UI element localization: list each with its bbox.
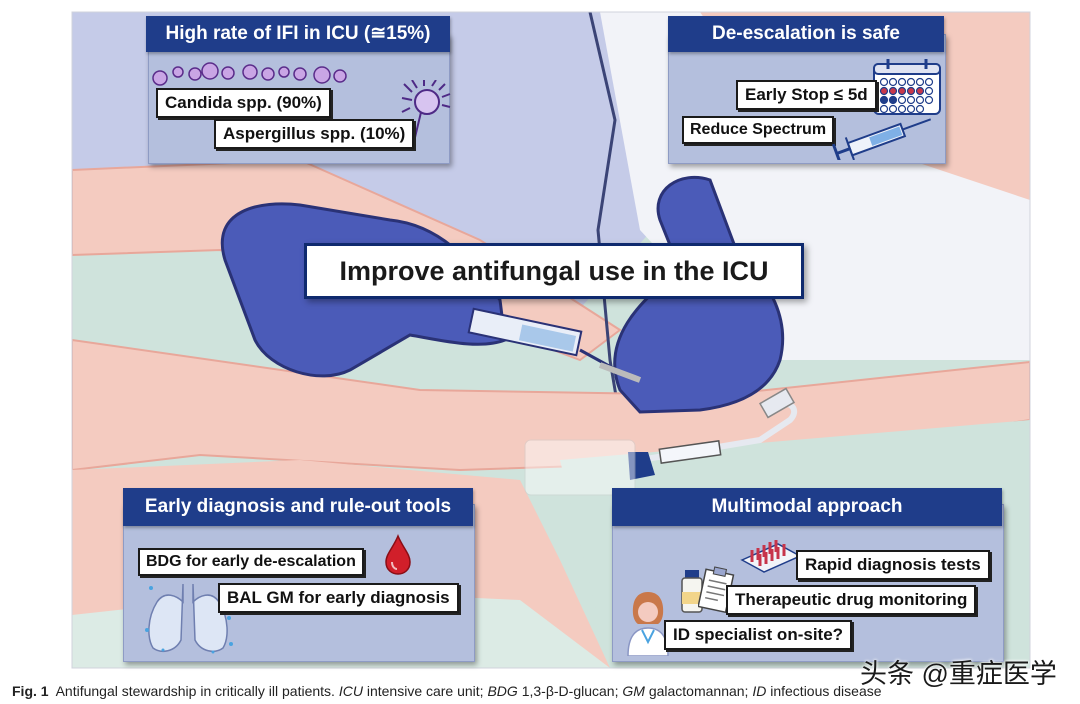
id-specialist-label: ID specialist on-site?: [664, 620, 853, 650]
multimodal-panel-header: Multimodal approach: [612, 488, 1002, 526]
caption-def-icu: intensive care unit;: [366, 683, 484, 699]
diagnosis-panel-header: Early diagnosis and rule-out tools: [123, 488, 473, 526]
main-title: Improve antifungal use in the ICU: [304, 243, 804, 299]
tdm-label: Therapeutic drug monitoring: [726, 585, 977, 615]
caption-term-id: ID: [752, 683, 767, 699]
reduce-spectrum-label: Reduce Spectrum: [682, 116, 835, 144]
caption-term-gm: GM: [622, 683, 645, 699]
caption-term-icu: ICU: [338, 683, 363, 699]
caption-label: Fig. 1: [12, 683, 49, 699]
calendar-icon: [873, 59, 941, 115]
bal-gm-label: BAL GM for early diagnosis: [218, 583, 459, 613]
lungs-icon: [145, 583, 233, 654]
watermark: 头条 @重症医学: [860, 659, 1057, 689]
blood-drop-icon: [385, 534, 411, 575]
candida-label: Candida spp. (90%): [156, 88, 331, 118]
test-rack-icon: [740, 540, 802, 573]
syringe-icon: [831, 118, 932, 160]
rapid-tests-label: Rapid diagnosis tests: [796, 550, 990, 580]
deescalation-panel-header: De-escalation is safe: [668, 16, 944, 52]
clipboard-icon: [698, 566, 735, 614]
aspergillus-label: Aspergillus spp. (10%): [214, 119, 415, 149]
bdg-label: BDG for early de-escalation: [138, 548, 364, 576]
caption-text: Antifungal stewardship in critically ill…: [55, 683, 335, 699]
vial-icon: [681, 570, 703, 613]
gown-seam: [588, 12, 627, 451]
ifi-panel-header: High rate of IFI in ICU (≅15%): [146, 16, 450, 52]
main-syringe-icon: [467, 307, 642, 383]
figure-caption: Fig. 1 Antifungal stewardship in critica…: [12, 683, 882, 699]
catheter-icon: [524, 387, 798, 496]
caption-def-bdg: 1,3-β-D-glucan;: [521, 683, 619, 699]
caption-def-gm: galactomannan;: [648, 683, 749, 699]
candida-chain-icon: [152, 62, 347, 86]
caption-term-bdg: BDG: [487, 683, 518, 699]
early-stop-label: Early Stop ≤ 5d: [736, 80, 877, 110]
caption-def-id: infectious disease: [770, 683, 882, 699]
aspergillus-icon: [401, 80, 451, 151]
